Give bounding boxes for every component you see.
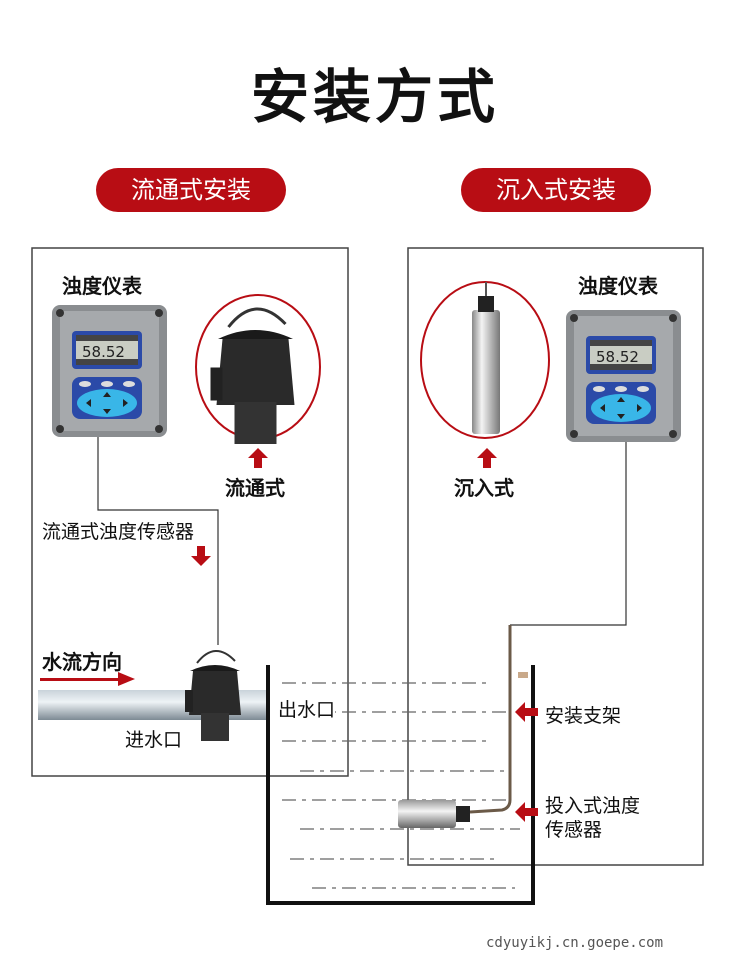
submerged-sensor-label-2: 传感器 bbox=[545, 819, 603, 841]
submerged-meter-label: 浊度仪表 bbox=[578, 274, 658, 298]
outlet-label: 出水口 bbox=[278, 695, 336, 722]
flow-install-heading: 流通式安装 bbox=[96, 168, 286, 212]
page-title: 安装方式 bbox=[250, 63, 499, 131]
mounting-bracket bbox=[469, 625, 512, 814]
flow-type-label: 流通式 bbox=[225, 476, 285, 500]
submerged-install-heading: 沉入式安装 bbox=[461, 168, 651, 212]
flow-direction-label: 水流方向 bbox=[42, 650, 122, 674]
submerged-sensor bbox=[398, 800, 456, 828]
submerged-type-label: 沉入式 bbox=[454, 476, 514, 500]
flow-meter-label: 浊度仪表 bbox=[62, 274, 142, 298]
submerged-turbidity-meter bbox=[566, 310, 681, 442]
svg-text:58.52: 58.52 bbox=[82, 343, 125, 361]
flow-turbidity-meter bbox=[52, 305, 167, 437]
submerged-sensor-label-1: 投入式浊度 bbox=[545, 795, 641, 817]
flow-sensor bbox=[184, 649, 242, 742]
inlet-label: 进水口 bbox=[125, 729, 183, 751]
flow-sensor-label: 流通式浊度传感器 bbox=[42, 517, 195, 544]
bracket-label: 安装支架 bbox=[545, 705, 622, 727]
svg-text:58.52: 58.52 bbox=[596, 348, 639, 366]
watermark: cdyuyikj.cn.goepe.com bbox=[486, 935, 664, 951]
flow-panel bbox=[31, 247, 349, 777]
water-tank bbox=[266, 665, 535, 905]
submerged-panel bbox=[407, 247, 704, 866]
